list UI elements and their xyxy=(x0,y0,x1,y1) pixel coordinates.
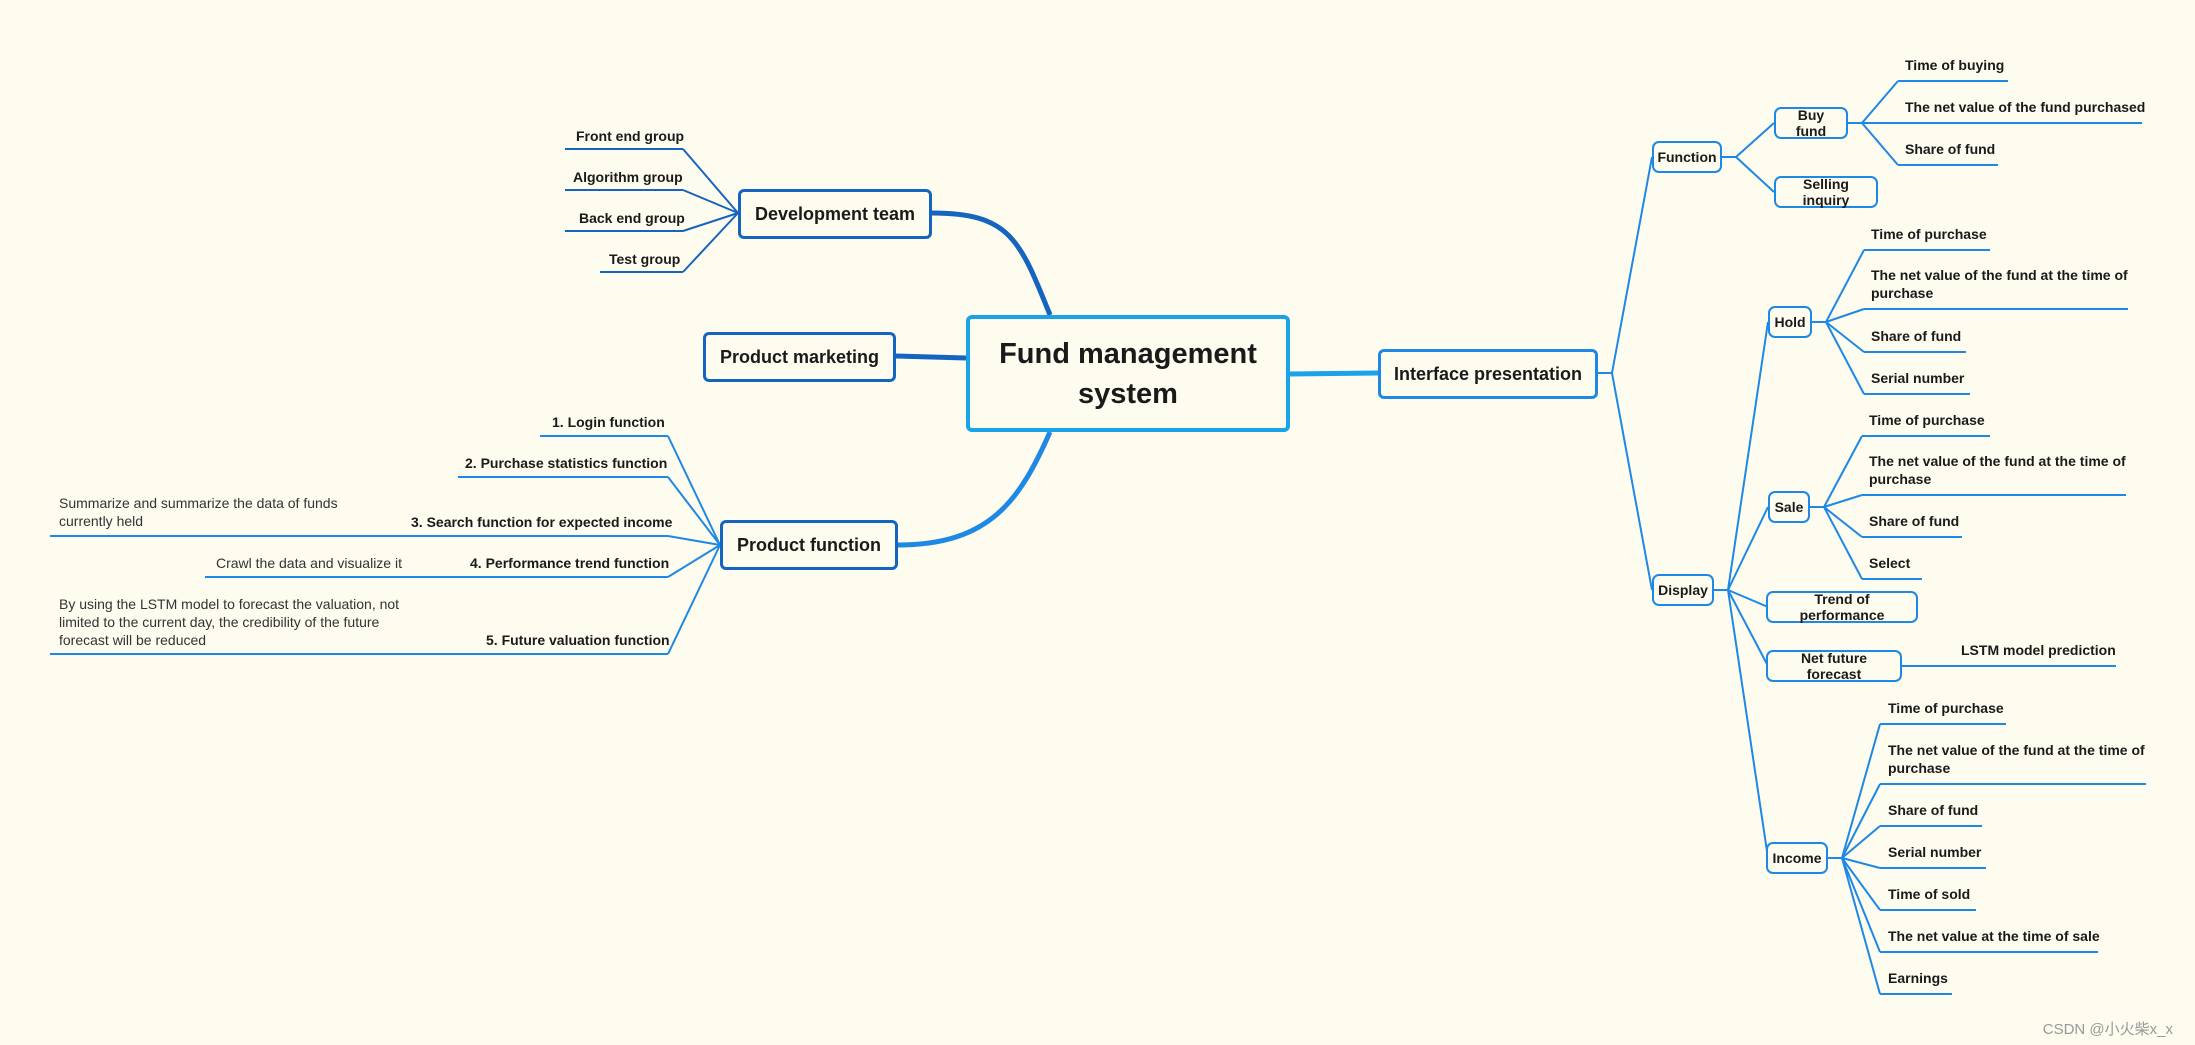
sale-share-of-fund-label: Share of fund xyxy=(1869,513,1960,529)
watermark: CSDN @小火柴x_x xyxy=(2042,1021,2173,1038)
sale-net-value-label: The net value of the fund at the time of… xyxy=(1869,453,2126,487)
time-of-buying-label: Time of buying xyxy=(1905,57,2005,73)
search-function-note: Summarize and summarize the data of fund… xyxy=(59,495,338,529)
product-function-node[interactable]: Product function xyxy=(720,520,898,570)
product-marketing-node[interactable]: Product marketing xyxy=(703,332,896,382)
development-team-node[interactable]: Development team xyxy=(738,189,932,239)
income-node[interactable]: Income xyxy=(1766,842,1828,874)
income-share-of-fund-label: Share of fund xyxy=(1888,802,1979,818)
display-node[interactable]: Display xyxy=(1652,574,1714,606)
net-value-purchased-label: The net value of the fund purchased xyxy=(1905,99,2146,115)
login-function-label: 1. Login function xyxy=(552,414,665,430)
sale-select-label: Select xyxy=(1869,555,1911,571)
performance-trend-note: Crawl the data and visualize it xyxy=(216,555,402,571)
purchase-statistics-label: 2. Purchase statistics function xyxy=(465,455,668,471)
hold-time-of-purchase-label: Time of purchase xyxy=(1871,226,1987,242)
selling-inquiry-node[interactable]: Selling inquiry xyxy=(1774,176,1878,208)
future-valuation-note: By using the LSTM model to forecast the … xyxy=(59,596,400,648)
hold-node[interactable]: Hold xyxy=(1768,306,1812,338)
hold-share-of-fund-label: Share of fund xyxy=(1871,328,1962,344)
income-net-value-sale-label: The net value at the time of sale xyxy=(1888,928,2100,944)
interface-presentation-node[interactable]: Interface presentation xyxy=(1378,349,1598,399)
net-future-forecast-node[interactable]: Net future forecast xyxy=(1766,650,1902,682)
search-function-label: 3. Search function for expected income xyxy=(411,514,673,530)
trend-of-performance-node[interactable]: Trend of performance xyxy=(1766,591,1918,623)
income-serial-number-label: Serial number xyxy=(1888,844,1982,860)
income-time-of-sold-label: Time of sold xyxy=(1888,886,1971,902)
income-time-of-purchase-label: Time of purchase xyxy=(1888,700,2004,716)
sale-node[interactable]: Sale xyxy=(1768,491,1810,523)
hold-net-value-label: The net value of the fund at the time of… xyxy=(1871,267,2128,301)
test-group-label: Test group xyxy=(609,251,681,267)
share-of-fund-label: Share of fund xyxy=(1905,141,1996,157)
back-end-group-label: Back end group xyxy=(579,210,685,226)
sale-time-of-purchase-label: Time of purchase xyxy=(1869,412,1985,428)
algorithm-group-label: Algorithm group xyxy=(573,169,683,185)
lstm-model-prediction-label: LSTM model prediction xyxy=(1961,642,2116,658)
income-earnings-label: Earnings xyxy=(1888,970,1948,986)
front-end-group-label: Front end group xyxy=(576,128,685,144)
function-node[interactable]: Function xyxy=(1652,141,1722,173)
buy-fund-node[interactable]: Buy fund xyxy=(1774,107,1848,139)
hold-serial-number-label: Serial number xyxy=(1871,370,1965,386)
central-topic[interactable]: Fund management system xyxy=(966,315,1290,432)
performance-trend-label: 4. Performance trend function xyxy=(470,555,670,571)
income-net-value-label: The net value of the fund at the time of… xyxy=(1888,742,2145,776)
future-valuation-label: 5. Future valuation function xyxy=(486,632,670,648)
